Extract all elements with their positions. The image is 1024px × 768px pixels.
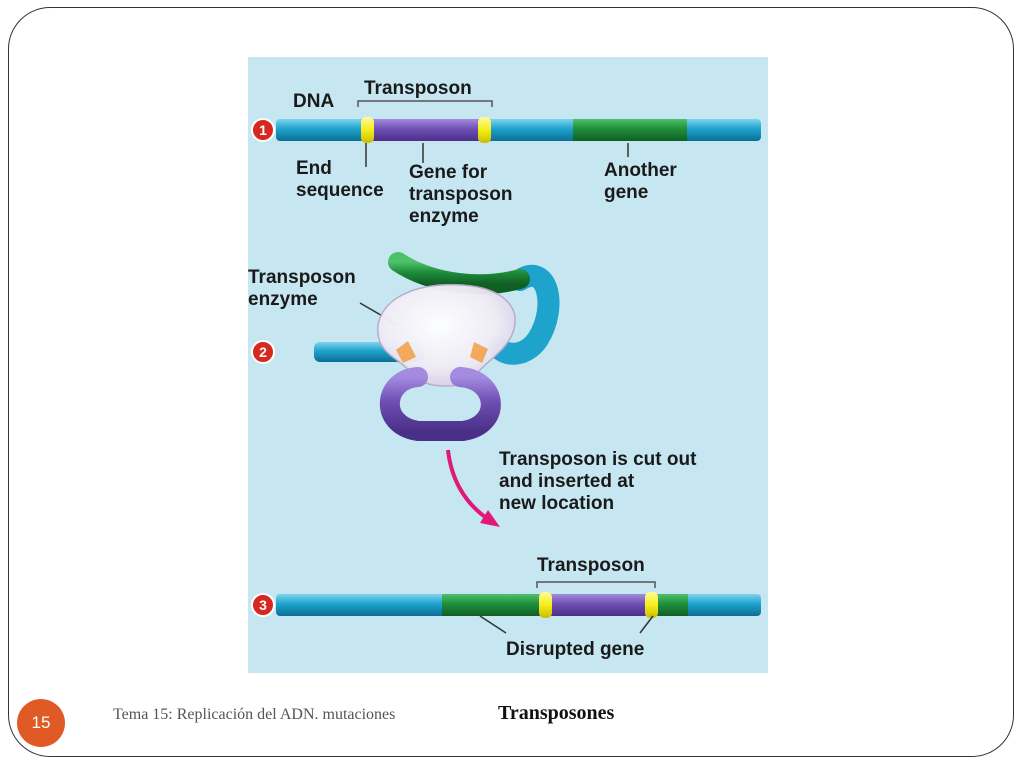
orange-cut-site-left <box>396 341 416 363</box>
another-gene-segment <box>573 119 687 141</box>
slide-number-badge: 15 <box>17 699 65 747</box>
disrupted-gene-pointer-left <box>479 615 507 634</box>
another-gene-label: Another gene <box>604 160 682 203</box>
step-3-badge: 3 <box>251 593 275 617</box>
transposon-segment <box>364 119 484 141</box>
disrupted-gene-label: Disrupted gene <box>506 639 644 660</box>
green-gene-arc <box>388 252 530 295</box>
dna-label: DNA <box>293 91 334 112</box>
end-sequence-right-bottom <box>645 592 658 618</box>
dna-loop-blue <box>487 265 560 365</box>
excision-complex <box>314 252 560 441</box>
transposon-diagram: 1 DNA Transposon End sequence Gene for t… <box>248 57 768 673</box>
slide-title: Transposones <box>498 702 615 724</box>
transposon-label-bottom: Transposon <box>537 555 645 576</box>
transposon-label-top: Transposon <box>364 78 472 99</box>
end-sequence-left <box>361 117 374 143</box>
end-sequence-right <box>478 117 491 143</box>
end-sequence-left-bottom <box>539 592 552 618</box>
end-sequence-label: End sequence <box>296 158 384 201</box>
insertion-arrow <box>446 449 490 521</box>
inserted-transposon-segment <box>544 594 656 616</box>
dna-strand-step-1 <box>276 117 761 143</box>
diagram-background <box>248 57 768 673</box>
transposon-bracket-top <box>357 100 493 107</box>
excised-transposon-loop <box>379 367 501 441</box>
disrupted-gene-pointer-right <box>639 615 654 634</box>
transposon-enzyme-label: Transposon enzyme <box>248 267 361 310</box>
footer-course-text: Tema 15: Replicación del ADN. mutaciones <box>113 706 396 723</box>
step-2-badge: 2 <box>251 340 275 364</box>
insertion-arrow-head <box>480 510 500 527</box>
gene-for-transposon-enzyme-label: Gene for transposon enzyme <box>409 162 518 227</box>
orange-cut-site-right <box>470 342 488 363</box>
transposon-bracket-bottom <box>536 581 656 588</box>
step-1-number: 1 <box>259 122 267 138</box>
step-3-number: 3 <box>259 597 267 613</box>
dna-strand-step-3 <box>276 592 761 618</box>
step-2-number: 2 <box>259 344 267 360</box>
cut-and-inserted-label: Transposon is cut out and inserted at ne… <box>499 449 702 514</box>
step-1-badge: 1 <box>251 118 275 142</box>
